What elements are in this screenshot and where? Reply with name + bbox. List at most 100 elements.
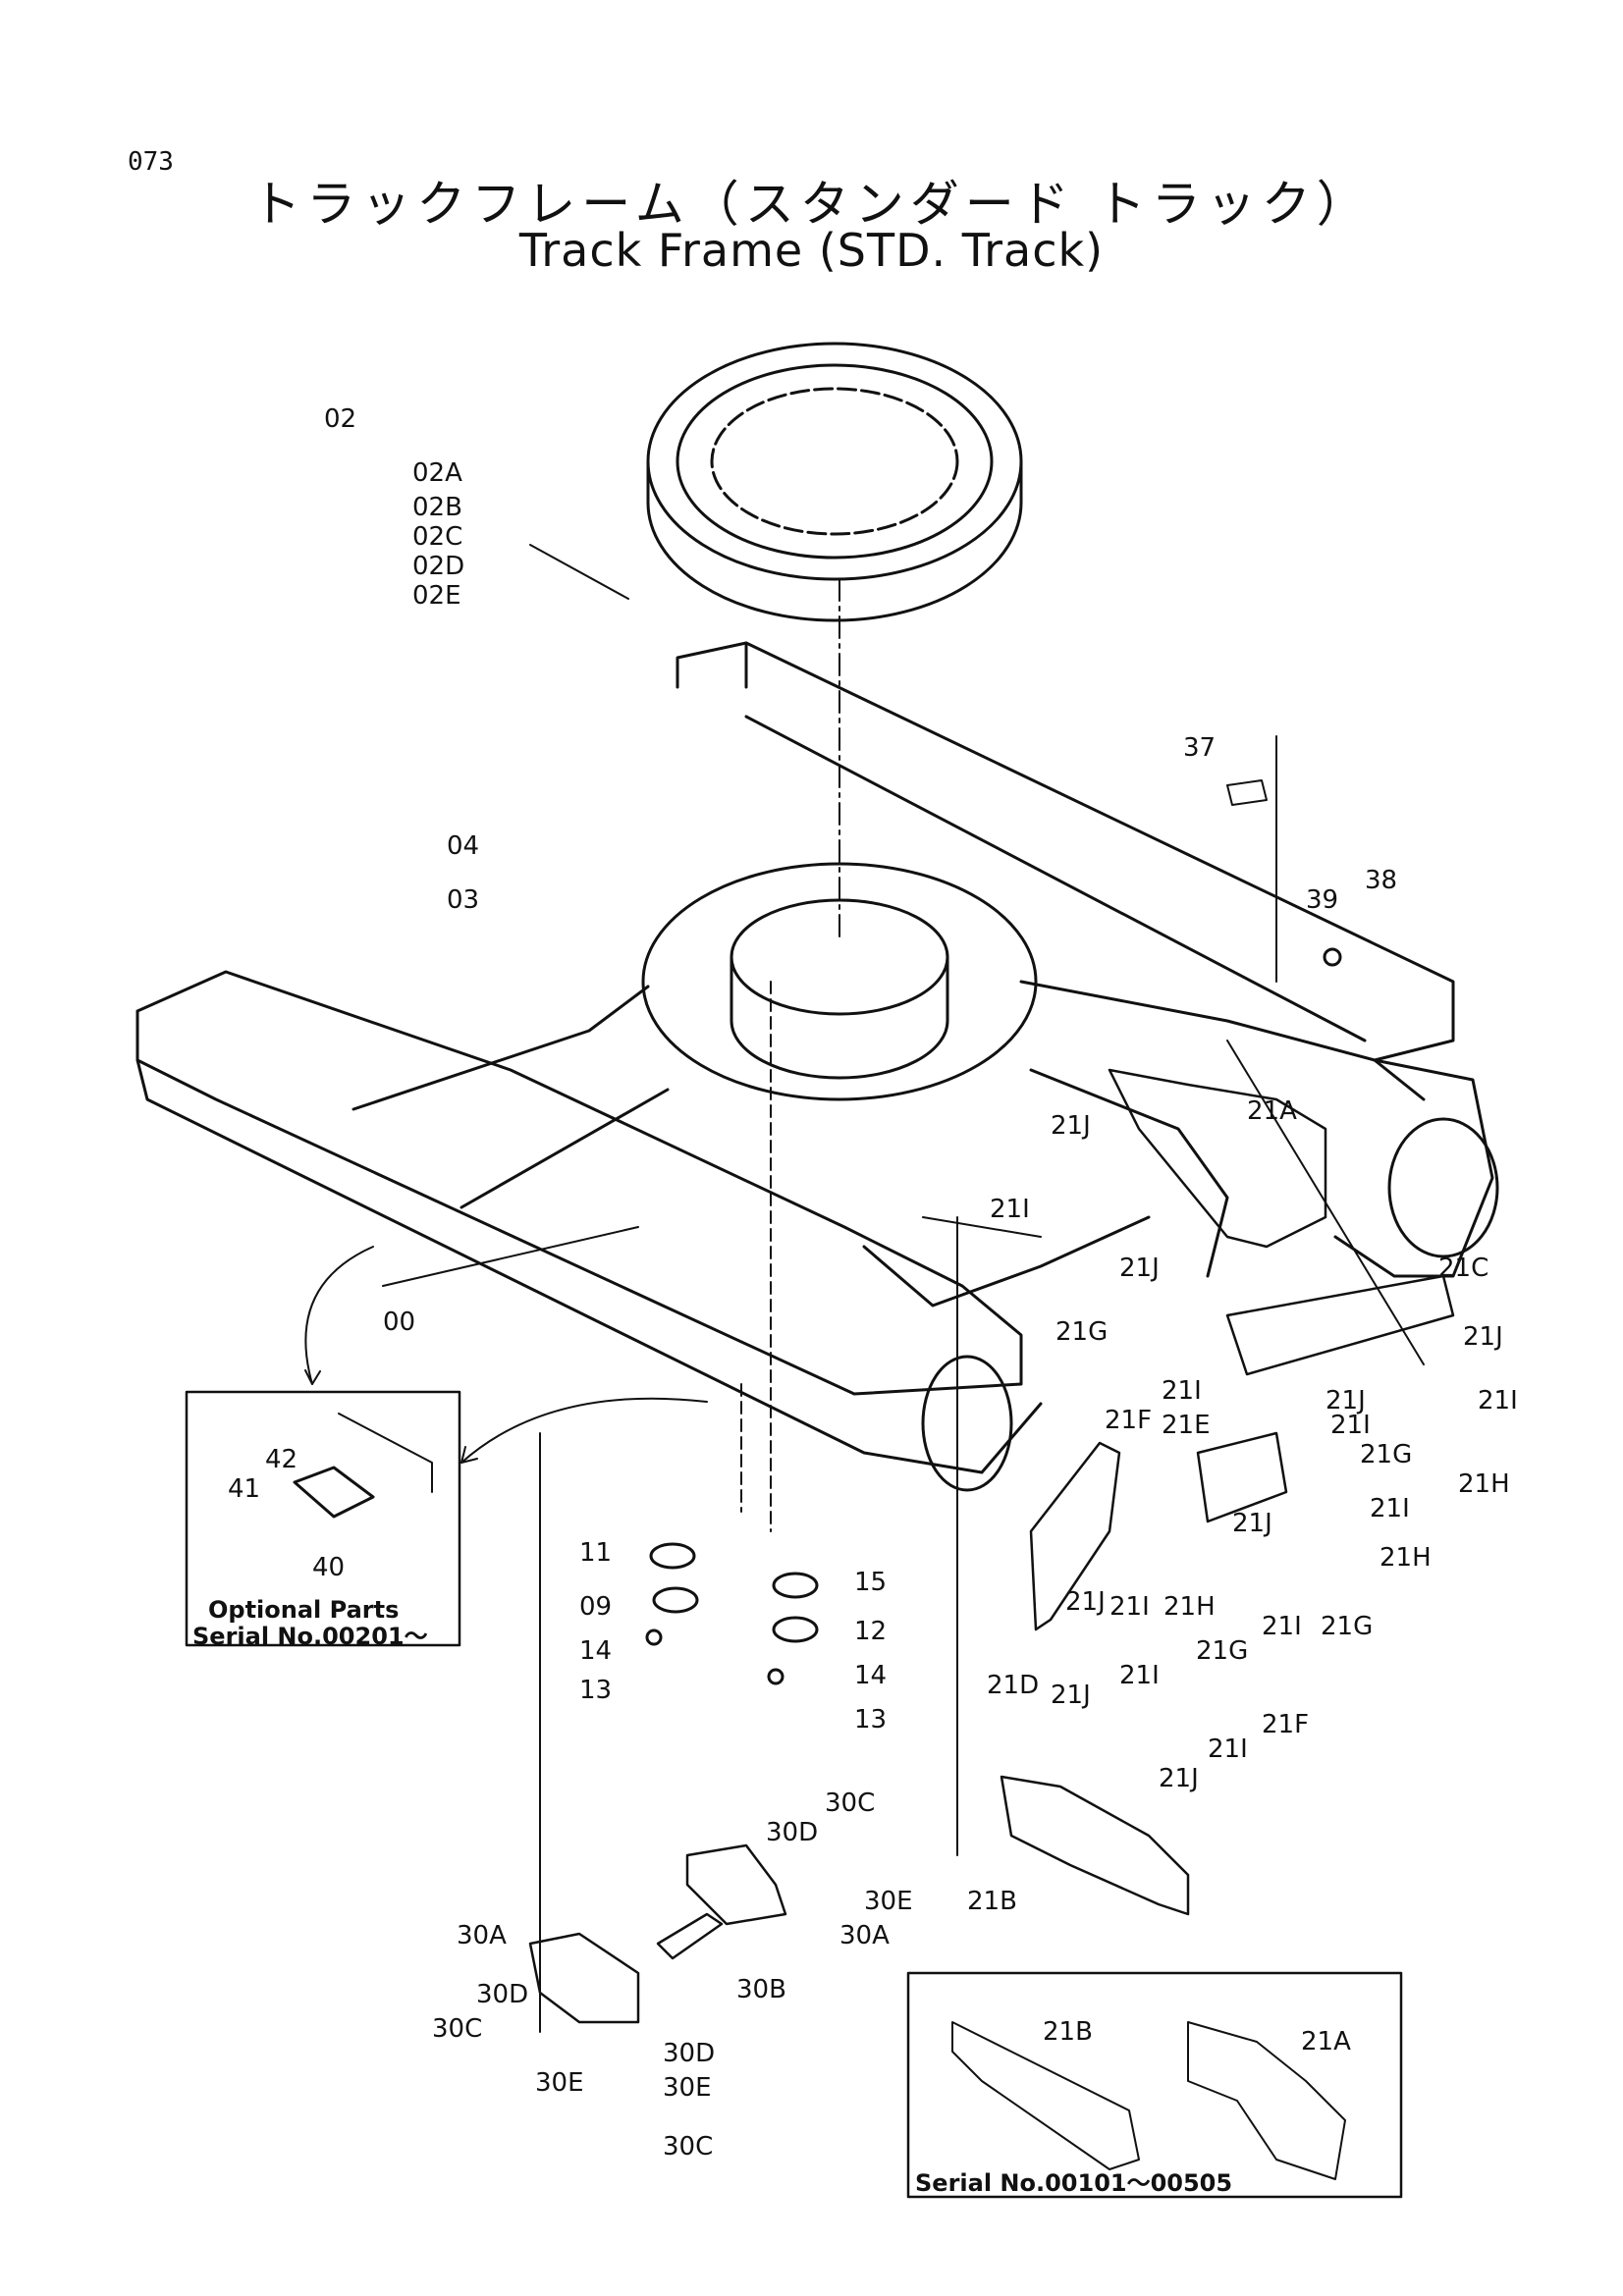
track-frame-body (135, 641, 1499, 1492)
label-21B: 21B (967, 1887, 1017, 1916)
title-english: Track Frame (STD. Track) (518, 224, 1105, 277)
guide-30A-lower (528, 1932, 640, 2024)
inset-cover-21B (951, 2021, 1140, 2170)
plate-09 (652, 1586, 699, 1614)
label-02C: 02C (412, 522, 462, 552)
label-21Ig: 21I (1262, 1612, 1302, 1641)
label-21Jc: 21J (1463, 1322, 1503, 1352)
label-21Ja: 21J (1051, 1111, 1091, 1141)
label-21Gd: 21G (1196, 1636, 1248, 1666)
label-21C: 21C (1438, 1254, 1488, 1283)
guide-30A-upper (685, 1843, 787, 1926)
label-21Fb: 21F (1262, 1710, 1309, 1739)
inset-serial-range (906, 1971, 1403, 2199)
label-21Je: 21J (1232, 1509, 1272, 1538)
label-21Hb: 21H (1380, 1543, 1432, 1573)
cover-plate (1196, 1431, 1288, 1523)
label-30Dc: 30D (663, 2039, 715, 2068)
label-30Ec: 30E (663, 2073, 712, 2103)
label-21E: 21E (1162, 1411, 1211, 1440)
label-30Ea: 30E (864, 1887, 913, 1916)
plate-12 (772, 1616, 819, 1643)
label-21Gb: 21G (1360, 1440, 1412, 1469)
inset-optional-parts (185, 1390, 461, 1647)
label-21Jf: 21J (1065, 1587, 1106, 1617)
label-11: 11 (579, 1538, 612, 1568)
cover-21C (1225, 1274, 1455, 1376)
washer-39 (1323, 947, 1342, 967)
label-30Db: 30D (476, 1980, 528, 2009)
inset-optional-line1: Optional Parts (208, 1596, 399, 1624)
label-39: 39 (1306, 885, 1338, 915)
leader-inset-curve (304, 1246, 374, 1385)
label-14b: 14 (854, 1661, 887, 1690)
label-30Cc: 30C (663, 2132, 713, 2162)
swing-bearing-ring (646, 342, 1023, 622)
plate-15 (772, 1572, 819, 1599)
title-japanese: トラックフレーム（スタンダード トラック） (251, 176, 1372, 233)
label-21Jb: 21J (1119, 1254, 1160, 1283)
label-13b: 13 (854, 1705, 887, 1735)
cover-21B (1000, 1775, 1190, 1916)
cover-21D (1029, 1441, 1121, 1631)
label-30Aa: 30A (457, 1921, 507, 1950)
label-21Jh: 21J (1159, 1764, 1199, 1793)
inset-optional-line2: Serial No.00201～ (192, 1623, 428, 1650)
label-42: 42 (265, 1445, 298, 1474)
label-30B: 30B (736, 1975, 786, 2004)
label-21Ic: 21I (1478, 1386, 1518, 1415)
label-38: 38 (1365, 866, 1397, 895)
label-02A: 02A (412, 458, 462, 488)
label-14a: 14 (579, 1636, 612, 1666)
label-04: 04 (447, 831, 479, 861)
label-21Ga: 21G (1055, 1317, 1108, 1347)
label-21D: 21D (987, 1671, 1039, 1700)
leader-04 (529, 544, 629, 600)
label-30Cb: 30C (432, 2014, 482, 2044)
label-21Id: 21I (1330, 1411, 1371, 1440)
label-30Da: 30D (766, 1818, 818, 1847)
leader-00 (382, 1226, 639, 1287)
washer-14b (767, 1668, 784, 1685)
inset-cover-21A (1187, 2021, 1346, 2180)
label-15: 15 (854, 1568, 887, 1597)
label-21Hc: 21H (1163, 1592, 1216, 1622)
label-13a: 13 (579, 1676, 612, 1705)
guide-pin-30B (656, 1912, 724, 1960)
part-labels: 02 02A 02B 02C 02D 02E 04 03 00 37 38 39… (228, 404, 1518, 2162)
label-02E: 02E (412, 581, 461, 611)
label-30Eb: 30E (535, 2068, 584, 2098)
inset-label-21B: 21B (1043, 2017, 1093, 2047)
inset-serial-line1: Serial No.00101～00505 (915, 2169, 1232, 2197)
step-part-40 (293, 1466, 375, 1519)
label-21A: 21A (1247, 1096, 1297, 1126)
label-40: 40 (312, 1553, 345, 1582)
washer-14a (645, 1629, 663, 1646)
label-21Ib: 21I (1162, 1376, 1202, 1406)
plate-37 (1226, 779, 1268, 806)
label-21Jd: 21J (1325, 1386, 1366, 1415)
label-02B: 02B (412, 493, 462, 522)
label-03: 03 (447, 885, 479, 915)
label-21Ia: 21I (990, 1195, 1030, 1224)
label-21Ih: 21I (1119, 1661, 1160, 1690)
label-30Ca: 30C (825, 1789, 875, 1818)
label-21Fa: 21F (1105, 1406, 1152, 1435)
page-number: 073 (128, 147, 174, 177)
cover-21A (1108, 1068, 1327, 1249)
label-37: 37 (1183, 733, 1216, 763)
label-21Ii: 21I (1208, 1735, 1248, 1764)
label-30Ab: 30A (839, 1921, 890, 1950)
label-21If: 21I (1109, 1592, 1150, 1622)
label-21Jg: 21J (1051, 1681, 1091, 1710)
label-00: 00 (383, 1308, 415, 1337)
label-09: 09 (579, 1592, 612, 1622)
inset-label-21A: 21A (1301, 2027, 1351, 2056)
label-02: 02 (324, 404, 356, 434)
label-21Ie: 21I (1370, 1494, 1410, 1523)
label-02D: 02D (412, 552, 464, 581)
label-41: 41 (228, 1474, 260, 1504)
label-21Ha: 21H (1458, 1469, 1510, 1499)
plate-11 (649, 1542, 696, 1570)
